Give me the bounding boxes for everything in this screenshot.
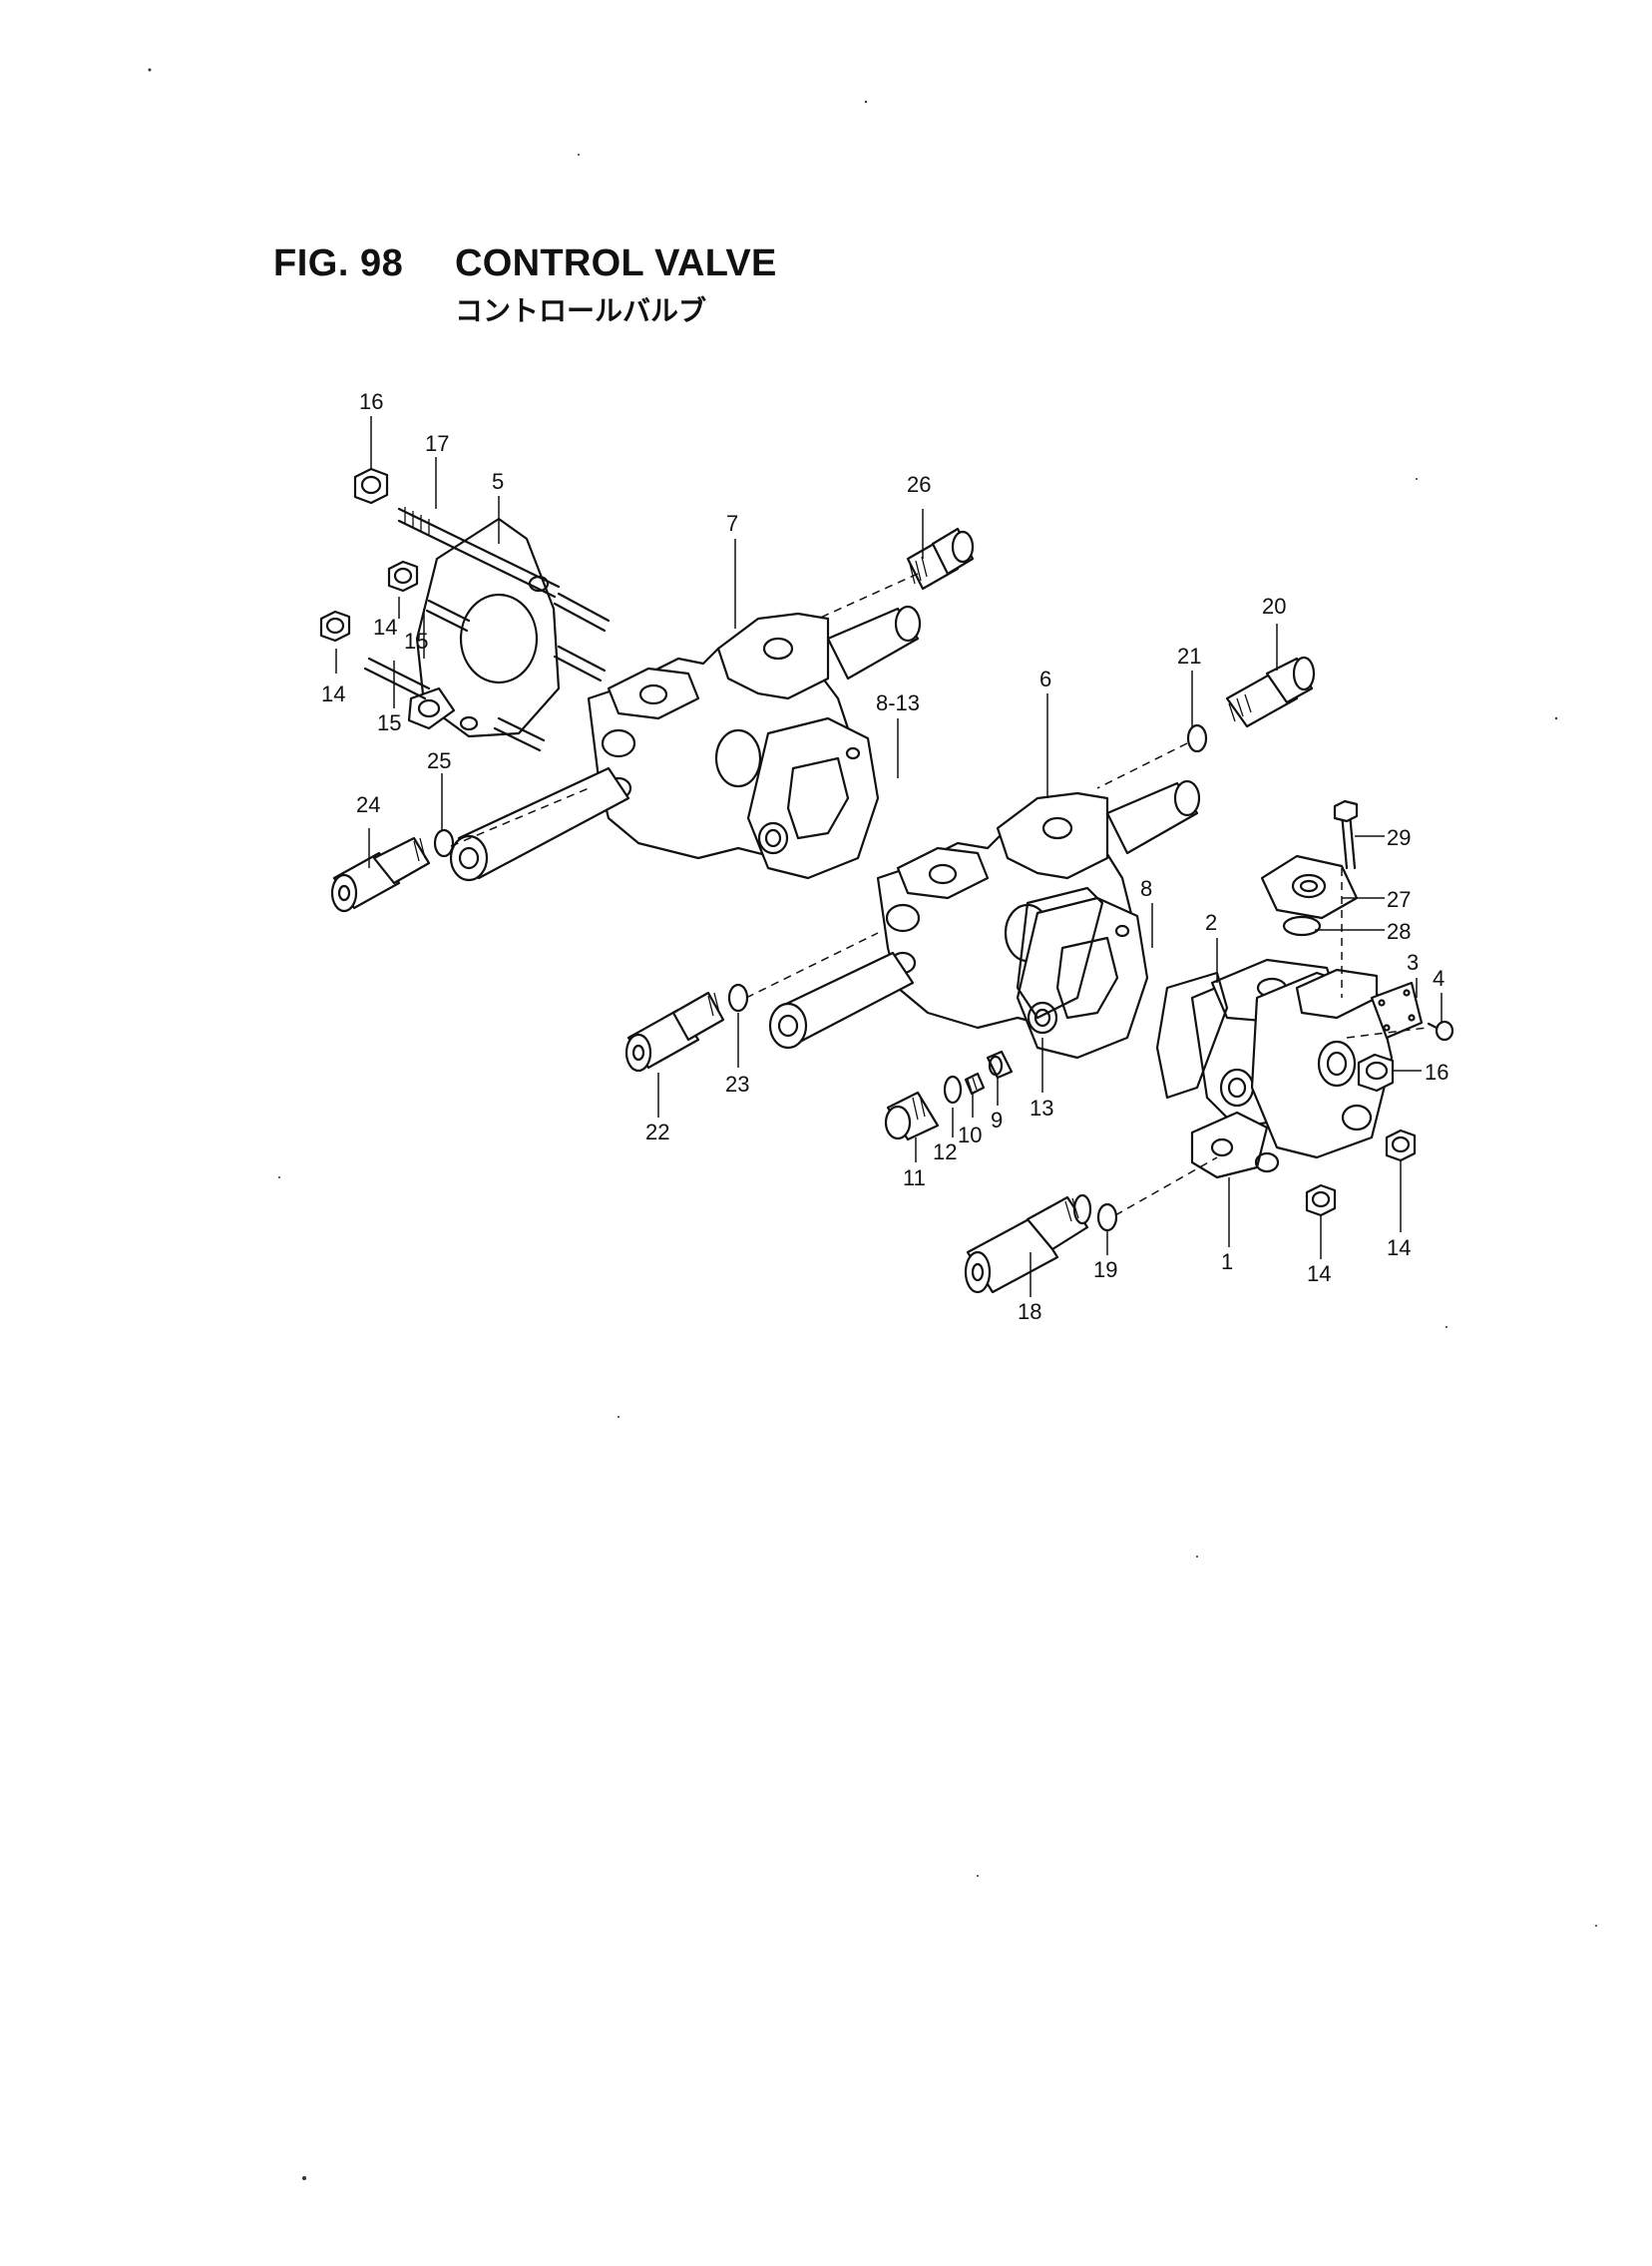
callout-26: 26	[907, 472, 931, 497]
callout-22: 22	[645, 1120, 669, 1144]
relief-valve-part-24	[330, 836, 431, 913]
callout-20: 20	[1262, 594, 1286, 619]
callout-5: 5	[492, 469, 504, 494]
callout-13: 13	[1030, 1096, 1053, 1121]
callout-14-right-lower: 14	[1307, 1261, 1331, 1286]
callout-2: 2	[1205, 910, 1217, 935]
callout-17: 17	[425, 431, 449, 456]
callout-14-right-upper: 14	[1387, 1235, 1411, 1260]
callout-21: 21	[1177, 644, 1201, 669]
stud-bolts-part-17-15	[363, 507, 611, 752]
assembly-centerlines	[450, 573, 1428, 1216]
check-valve-parts-9-12	[884, 1050, 1014, 1141]
relief-valve-part-20	[1225, 656, 1316, 728]
callout-12: 12	[933, 1139, 957, 1164]
leader-lines	[335, 416, 1443, 1297]
callout-23: 23	[725, 1072, 749, 1097]
figure-title: CONTROL VALVE	[455, 242, 777, 284]
callout-8-13: 8-13	[876, 690, 920, 715]
seal-plate-part-8-13	[746, 716, 880, 880]
bolt-part-29	[1333, 799, 1359, 870]
callout-8: 8	[1140, 876, 1152, 901]
callout-25: 25	[427, 748, 451, 773]
callout-9: 9	[991, 1108, 1003, 1133]
main-relief-valve-part-18	[964, 1193, 1092, 1294]
nuts-part-16-14	[319, 467, 419, 643]
callout-19: 19	[1093, 1257, 1117, 1282]
nuts-part-14-right	[1305, 1129, 1417, 1217]
relief-valve-part-22	[624, 991, 725, 1073]
callout-27: 27	[1387, 887, 1411, 912]
scan-speckles	[148, 68, 1597, 2180]
callout-28: 28	[1387, 919, 1411, 944]
callout-10: 10	[958, 1123, 982, 1147]
nut-part-16-right	[1357, 1053, 1395, 1093]
callout-14-left-upper: 14	[373, 615, 397, 640]
callout-18: 18	[1018, 1299, 1041, 1324]
callout-labels: 16 17 5 26 7 14 15 14 15 20 21 8-13 6 24…	[321, 389, 1448, 1324]
callout-16-top: 16	[359, 389, 383, 414]
inlet-block-part-1	[1190, 968, 1394, 1179]
callout-4: 4	[1433, 966, 1445, 991]
end-cover-part-5	[407, 517, 561, 738]
callout-6: 6	[1039, 667, 1051, 691]
spool-left	[449, 605, 922, 882]
relief-valve-part-26	[906, 527, 975, 591]
figure-subtitle: コントロールバルブ	[455, 295, 707, 326]
plate-part-3	[1370, 981, 1424, 1040]
callout-29: 29	[1387, 825, 1411, 850]
figure-number: FIG. 98	[273, 242, 404, 284]
callout-1: 1	[1221, 1249, 1233, 1274]
callout-14-left-lower: 14	[321, 681, 345, 706]
screw-part-4	[1427, 1020, 1454, 1042]
callout-16-right: 16	[1425, 1060, 1448, 1085]
spool-middle	[768, 779, 1201, 1050]
callout-7: 7	[726, 511, 738, 536]
oring-part-28	[1282, 915, 1322, 937]
callout-15-left-lower: 15	[377, 710, 401, 735]
callout-3: 3	[1407, 950, 1419, 975]
callout-15-left-upper: 15	[404, 629, 428, 654]
callout-11: 11	[903, 1165, 926, 1190]
gasket-thin-plate	[1016, 886, 1104, 1020]
callout-24: 24	[356, 792, 380, 817]
